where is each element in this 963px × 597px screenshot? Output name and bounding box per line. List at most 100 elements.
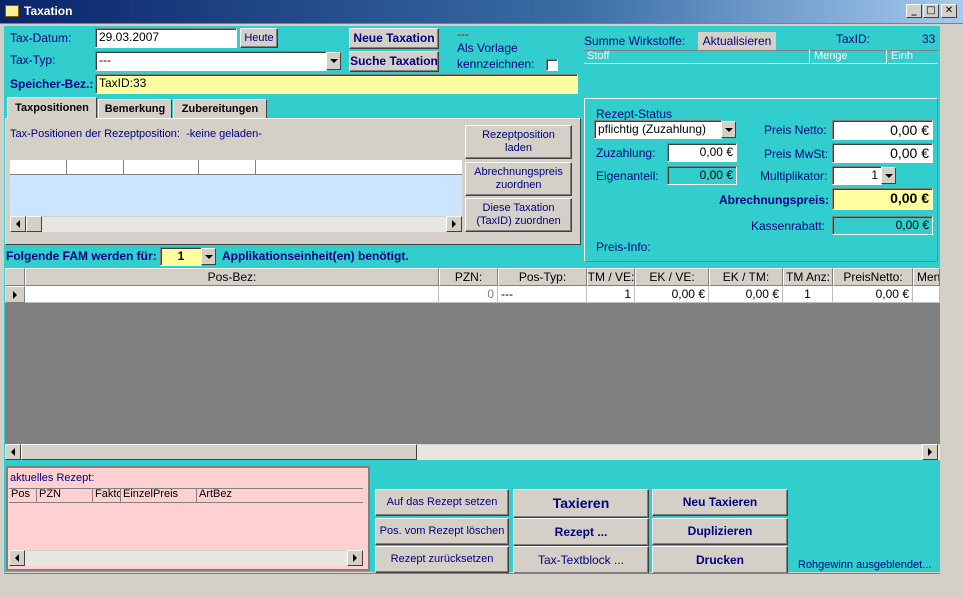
grid-scroll-left-button[interactable] xyxy=(5,444,21,460)
taxieren-button[interactable]: Taxieren xyxy=(513,489,649,518)
maximize-icon[interactable]: □ xyxy=(923,4,939,18)
tax-typ-select[interactable]: --- xyxy=(95,51,327,71)
arrow-right-icon xyxy=(353,554,357,562)
multiplikator-select[interactable]: 1 xyxy=(832,166,882,185)
rezept-status-select[interactable]: pflichtig (Zuzahlung) xyxy=(594,120,722,139)
bottom-divider xyxy=(4,573,940,574)
preis-netto-input[interactable]: 0,00 € xyxy=(832,120,933,140)
als-vorlage-checkbox[interactable] xyxy=(546,59,558,71)
close-icon[interactable]: ✕ xyxy=(941,4,957,18)
tax-textblock-button[interactable]: Tax-Textblock ... xyxy=(513,546,649,574)
rezept-status-dropdown[interactable] xyxy=(721,121,736,138)
grid-cell-pzn[interactable]: 0 xyxy=(439,286,498,303)
tab-taxpositionen[interactable]: Taxpositionen xyxy=(7,97,97,119)
arrow-left-icon xyxy=(16,220,20,228)
rezept-col-faktor: Fakto xyxy=(93,488,121,503)
speicher-input[interactable]: TaxID:33 xyxy=(95,74,578,94)
zuzahlung-input[interactable]: 0,00 € xyxy=(667,143,737,162)
grid-cell-ek-tm[interactable]: 0,00 € xyxy=(709,286,783,303)
wirkstoffe-list[interactable] xyxy=(584,50,938,94)
pos-loeschen-button[interactable]: Pos. vom Rezept löschen xyxy=(375,518,509,545)
als-vorlage-label-1: Als Vorlage xyxy=(457,41,518,55)
preis-mwst-input[interactable]: 0,00 € xyxy=(832,143,933,163)
multiplikator-dropdown[interactable] xyxy=(881,167,896,184)
fam-count-select[interactable]: 1 xyxy=(160,247,202,266)
aktuelles-rezept-caption: aktuelles Rezept: xyxy=(10,472,95,484)
app-icon xyxy=(5,5,19,17)
current-row-icon xyxy=(13,290,17,299)
heute-button[interactable]: Heute xyxy=(240,28,278,48)
taxid-label: TaxID: xyxy=(836,32,871,46)
rezept-col-pzn: PZN xyxy=(37,488,93,503)
grid-scroll-thumb[interactable] xyxy=(21,444,417,460)
grid-col-preis-netto[interactable]: PreisNetto: xyxy=(833,268,913,286)
grid-col-tm-anz[interactable]: TM Anz: xyxy=(783,268,833,286)
scroll-right-button[interactable] xyxy=(446,216,462,232)
abrechnungspreis-input[interactable]: 0,00 € xyxy=(832,188,933,210)
rezept-zuruecksetzen-button[interactable]: Rezept zurücksetzen xyxy=(375,546,509,573)
tab-zubereitungen[interactable]: Zubereitungen xyxy=(173,99,267,119)
rezept-hscrollbar[interactable] xyxy=(9,550,363,566)
tax-datum-label: Tax-Datum: xyxy=(10,31,72,45)
rezept-scroll-left-button[interactable] xyxy=(9,550,25,566)
grid-cell-ek-ve[interactable]: 0,00 € xyxy=(635,286,709,303)
neu-taxieren-button[interactable]: Neu Taxieren xyxy=(652,489,788,516)
wirkstoffe-col-stoff: Stoff xyxy=(584,50,810,64)
grid-scroll-right-button[interactable] xyxy=(922,444,938,460)
grid-cell-pos-typ[interactable]: --- xyxy=(498,286,587,303)
grid-cell-preis-netto[interactable]: 0,00 € xyxy=(833,286,913,303)
vorlage-dashes: --- xyxy=(457,27,469,41)
arrow-right-icon xyxy=(928,448,932,456)
chevron-down-icon xyxy=(204,254,213,259)
title-bar xyxy=(0,0,963,24)
tax-typ-dropdown[interactable] xyxy=(326,52,341,70)
aktuelles-rezept-list[interactable] xyxy=(9,488,363,548)
zuzahlung-label: Zuzahlung: xyxy=(596,146,656,160)
scroll-thumb[interactable] xyxy=(26,216,42,232)
rezept-button[interactable]: Rezept ... xyxy=(513,518,649,546)
tab-bemerkung[interactable]: Bemerkung xyxy=(98,99,172,119)
taxpos-col-divider xyxy=(198,160,199,175)
grid-cell-pos-bez[interactable] xyxy=(25,286,439,303)
taxpos-hscrollbar[interactable] xyxy=(10,216,462,232)
auf-rezept-setzen-button[interactable]: Auf das Rezept setzen xyxy=(375,489,509,516)
wirkstoffe-col-einh: Einh xyxy=(888,50,938,64)
neue-taxation-button[interactable]: Neue Taxation xyxy=(349,28,439,49)
grid-col-tm-ve[interactable]: TM / VE: xyxy=(587,268,635,286)
arrow-left-icon xyxy=(11,448,15,456)
grid-col-ek-tm[interactable]: EK / TM: xyxy=(709,268,783,286)
summe-wirkstoffe-label: Summe Wirkstoffe: xyxy=(584,34,686,48)
rezept-col-einzelpreis: EinzelPreis xyxy=(121,488,197,503)
grid-col-pzn[interactable]: PZN: xyxy=(439,268,498,286)
drucken-button[interactable]: Drucken xyxy=(652,546,788,574)
grid-cell-tm-ve[interactable]: 1 xyxy=(587,286,635,303)
chevron-down-icon xyxy=(329,59,338,63)
preis-mwst-label: Preis MwSt: xyxy=(764,147,829,161)
grid-col-pos-bez[interactable]: Pos-Bez: xyxy=(25,268,439,286)
grid-col-ek-ve[interactable]: EK / VE: xyxy=(635,268,709,286)
preis-info-label: Preis-Info: xyxy=(596,240,651,254)
grid-row-selector[interactable] xyxy=(5,286,25,303)
preis-netto-label: Preis Netto: xyxy=(764,123,827,137)
suche-taxation-button[interactable]: Suche Taxation xyxy=(349,51,439,72)
grid-col-menge[interactable]: Men xyxy=(913,268,940,286)
active-tab-joint xyxy=(8,118,96,120)
grid-cell-menge[interactable] xyxy=(913,286,940,303)
rezept-scroll-right-button[interactable] xyxy=(347,550,363,566)
taxid-value: 33 xyxy=(922,32,936,46)
tax-datum-input[interactable]: 29.03.2007 xyxy=(95,28,237,48)
taxpos-status: -keine geladen- xyxy=(186,128,262,140)
rezept-panel xyxy=(584,98,938,262)
minimize-icon[interactable]: _ xyxy=(906,4,922,18)
taxation-zuordnen-button[interactable]: Diese Taxation(TaxID) zuordnen xyxy=(465,198,572,232)
duplizieren-button[interactable]: Duplizieren xyxy=(652,518,788,545)
grid-cell-tm-anz[interactable]: 1 xyxy=(783,286,833,303)
arrow-left-icon xyxy=(15,554,19,562)
scroll-left-button[interactable] xyxy=(10,216,26,232)
eigenanteil-label: Eigenanteil: xyxy=(596,169,659,183)
grid-col-pos-typ[interactable]: Pos-Typ: xyxy=(498,268,587,286)
fam-count-dropdown[interactable] xyxy=(201,248,216,265)
aktualisieren-button[interactable]: Aktualisieren xyxy=(698,32,776,50)
